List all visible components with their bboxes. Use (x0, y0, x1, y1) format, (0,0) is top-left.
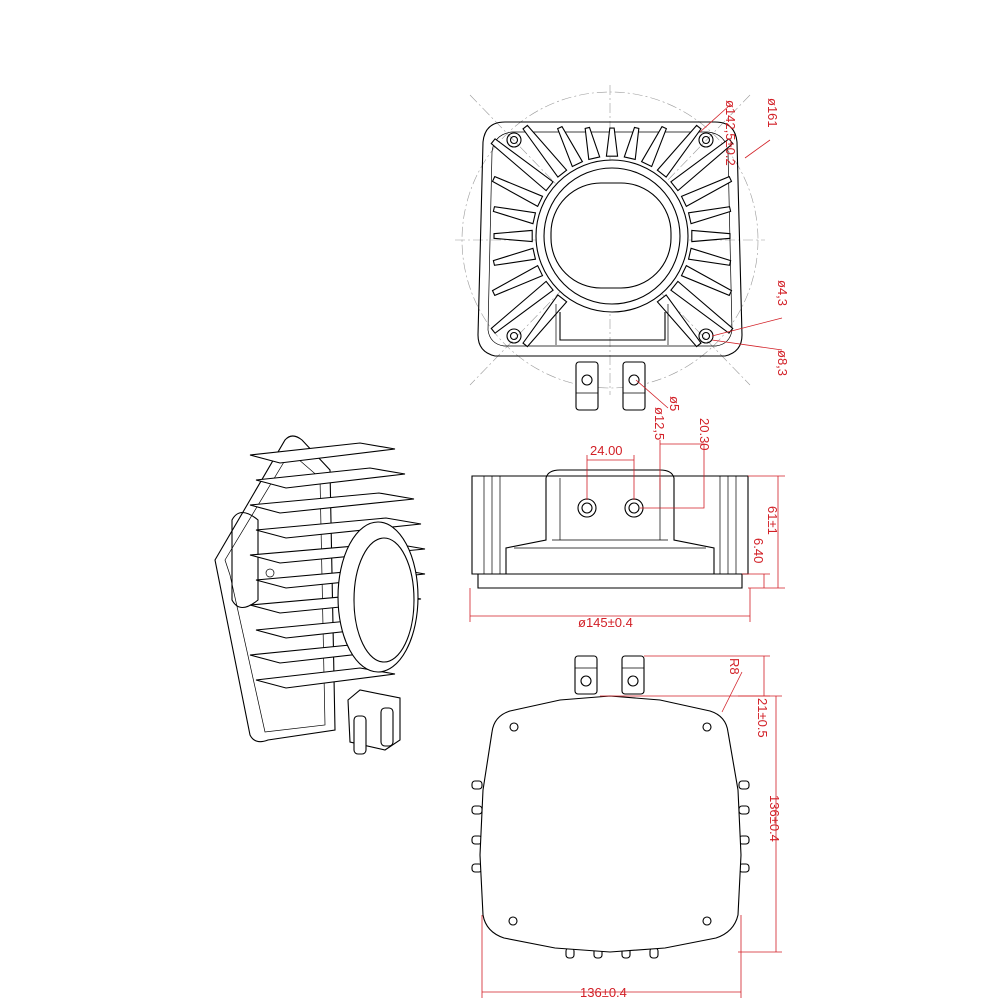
dim-hole-small: ø4,3 (775, 280, 790, 306)
heat-sink-fin (640, 125, 668, 168)
leader-bolt-circle (699, 104, 731, 133)
isometric-view (214, 435, 426, 755)
hub-ring (543, 167, 681, 305)
iso-fin (255, 667, 396, 689)
mount-hole-top-right (698, 132, 714, 148)
bottom-hole-bottom-left (508, 916, 518, 926)
fin-tip-left (471, 805, 483, 815)
dim-bottom-height: 136±0.4 (767, 795, 782, 842)
mount-hole-bottom-left (506, 328, 522, 344)
bottom-hole-top-left (509, 722, 519, 732)
terminal-mount-edges (555, 304, 669, 345)
dim-terminal-body: ø12,5 (652, 407, 667, 440)
fin-tip-left (471, 780, 483, 790)
dim-line-flange (742, 573, 770, 588)
heat-sink-fin (687, 206, 732, 225)
iso-fin (249, 442, 396, 464)
iso-fin (249, 492, 415, 514)
iso-fin (255, 467, 406, 489)
heat-sink-fin (490, 280, 554, 334)
bottom-hole-top-right (702, 722, 712, 732)
heat-sink-fin (623, 126, 640, 161)
side-terminal-left-outer (577, 498, 597, 518)
terminal-left (575, 361, 599, 411)
heat-sink-fin (670, 280, 734, 334)
terminal-mount-block (559, 312, 666, 341)
dim-terminal-pin: ø5 (667, 396, 682, 411)
heat-sink-fin (522, 124, 568, 178)
dim-bolt-circle: ø142,5±0.2 (723, 100, 738, 166)
dim-line-terminal-spacing (586, 455, 635, 500)
heat-sink-fin (680, 264, 733, 297)
leader-radius (721, 671, 743, 713)
heat-sink-fin (656, 124, 702, 178)
iso-boss (231, 511, 259, 609)
dim-terminal-height: 20.30 (697, 418, 712, 451)
heat-sink-fin (491, 175, 544, 208)
fin-tip-right (738, 780, 750, 790)
heat-sink-fin (680, 175, 733, 208)
housing-outline (477, 121, 743, 357)
dim-terminal-spacing: 24.00 (590, 443, 623, 458)
dim-line-height (748, 475, 785, 589)
heat-sink-fin (605, 127, 619, 157)
mount-hole-top-left (506, 132, 522, 148)
side-terminal-left-inner (581, 502, 593, 514)
iso-terminals (347, 689, 401, 755)
heat-sink-fin (670, 138, 734, 192)
heat-sink-fin (687, 247, 732, 266)
iso-flange-inner (224, 451, 326, 733)
mount-hole-bottom-right (698, 328, 714, 344)
dim-terminal-length: 21±0.5 (755, 698, 770, 738)
dim-line-bottom-height (738, 695, 782, 953)
leader-mount-holes (711, 317, 783, 351)
bottom-housing-outline (479, 695, 742, 953)
side-dome (505, 469, 715, 574)
dim-height: 61±1 (765, 506, 780, 535)
heat-sink-fin (491, 264, 544, 297)
heat-sink-fin (691, 229, 731, 243)
bottom-view: R8 21±0.5 136±0.4 136±0.4 (471, 655, 782, 1000)
side-body-outline (471, 475, 749, 575)
dim-radius: R8 (727, 658, 742, 675)
heat-sink-fin (490, 138, 554, 192)
dim-outer-diameter: ø161 (765, 98, 780, 128)
dim-flange: 6.40 (751, 538, 766, 563)
side-terminal-right-inner (628, 502, 640, 514)
leader-terminal (635, 379, 669, 409)
leader-outer-diameter (744, 139, 771, 159)
side-dome-lines (514, 478, 706, 549)
diaphragm (550, 182, 672, 289)
heat-sink-fin (492, 206, 537, 225)
iso-screw (265, 568, 275, 578)
dim-width: ø145±0.4 (578, 615, 633, 630)
fin-tip-right (738, 805, 750, 815)
dim-line-bottom-width (481, 915, 742, 998)
iso-flange (214, 435, 336, 743)
dim-hole-large: ø8,3 (775, 350, 790, 376)
heat-sink-fins (490, 124, 734, 348)
dim-line-terminal-height (640, 440, 705, 509)
bottom-terminal-right (621, 655, 645, 695)
heat-sink-fin (556, 125, 584, 168)
bottom-hole-bottom-right (702, 916, 712, 926)
top-view: ø142,5±0.2 ø161 ø4,3 ø8,3 ø5 ø12,5 (455, 85, 790, 440)
terminal-right (622, 361, 646, 411)
heat-sink-fin (493, 229, 533, 243)
side-fin-edges (483, 476, 737, 574)
dim-bottom-width: 136±0.4 (580, 985, 627, 1000)
side-view: 24.00 20.30 61±1 6.40 ø145±0.4 (469, 418, 785, 630)
dim-line-width (469, 588, 751, 622)
heat-sink-fin (584, 126, 601, 161)
bottom-terminal-left (574, 655, 598, 695)
iso-diaphragm (353, 537, 415, 663)
heat-sink-fin (492, 247, 537, 266)
side-flange (477, 574, 743, 589)
